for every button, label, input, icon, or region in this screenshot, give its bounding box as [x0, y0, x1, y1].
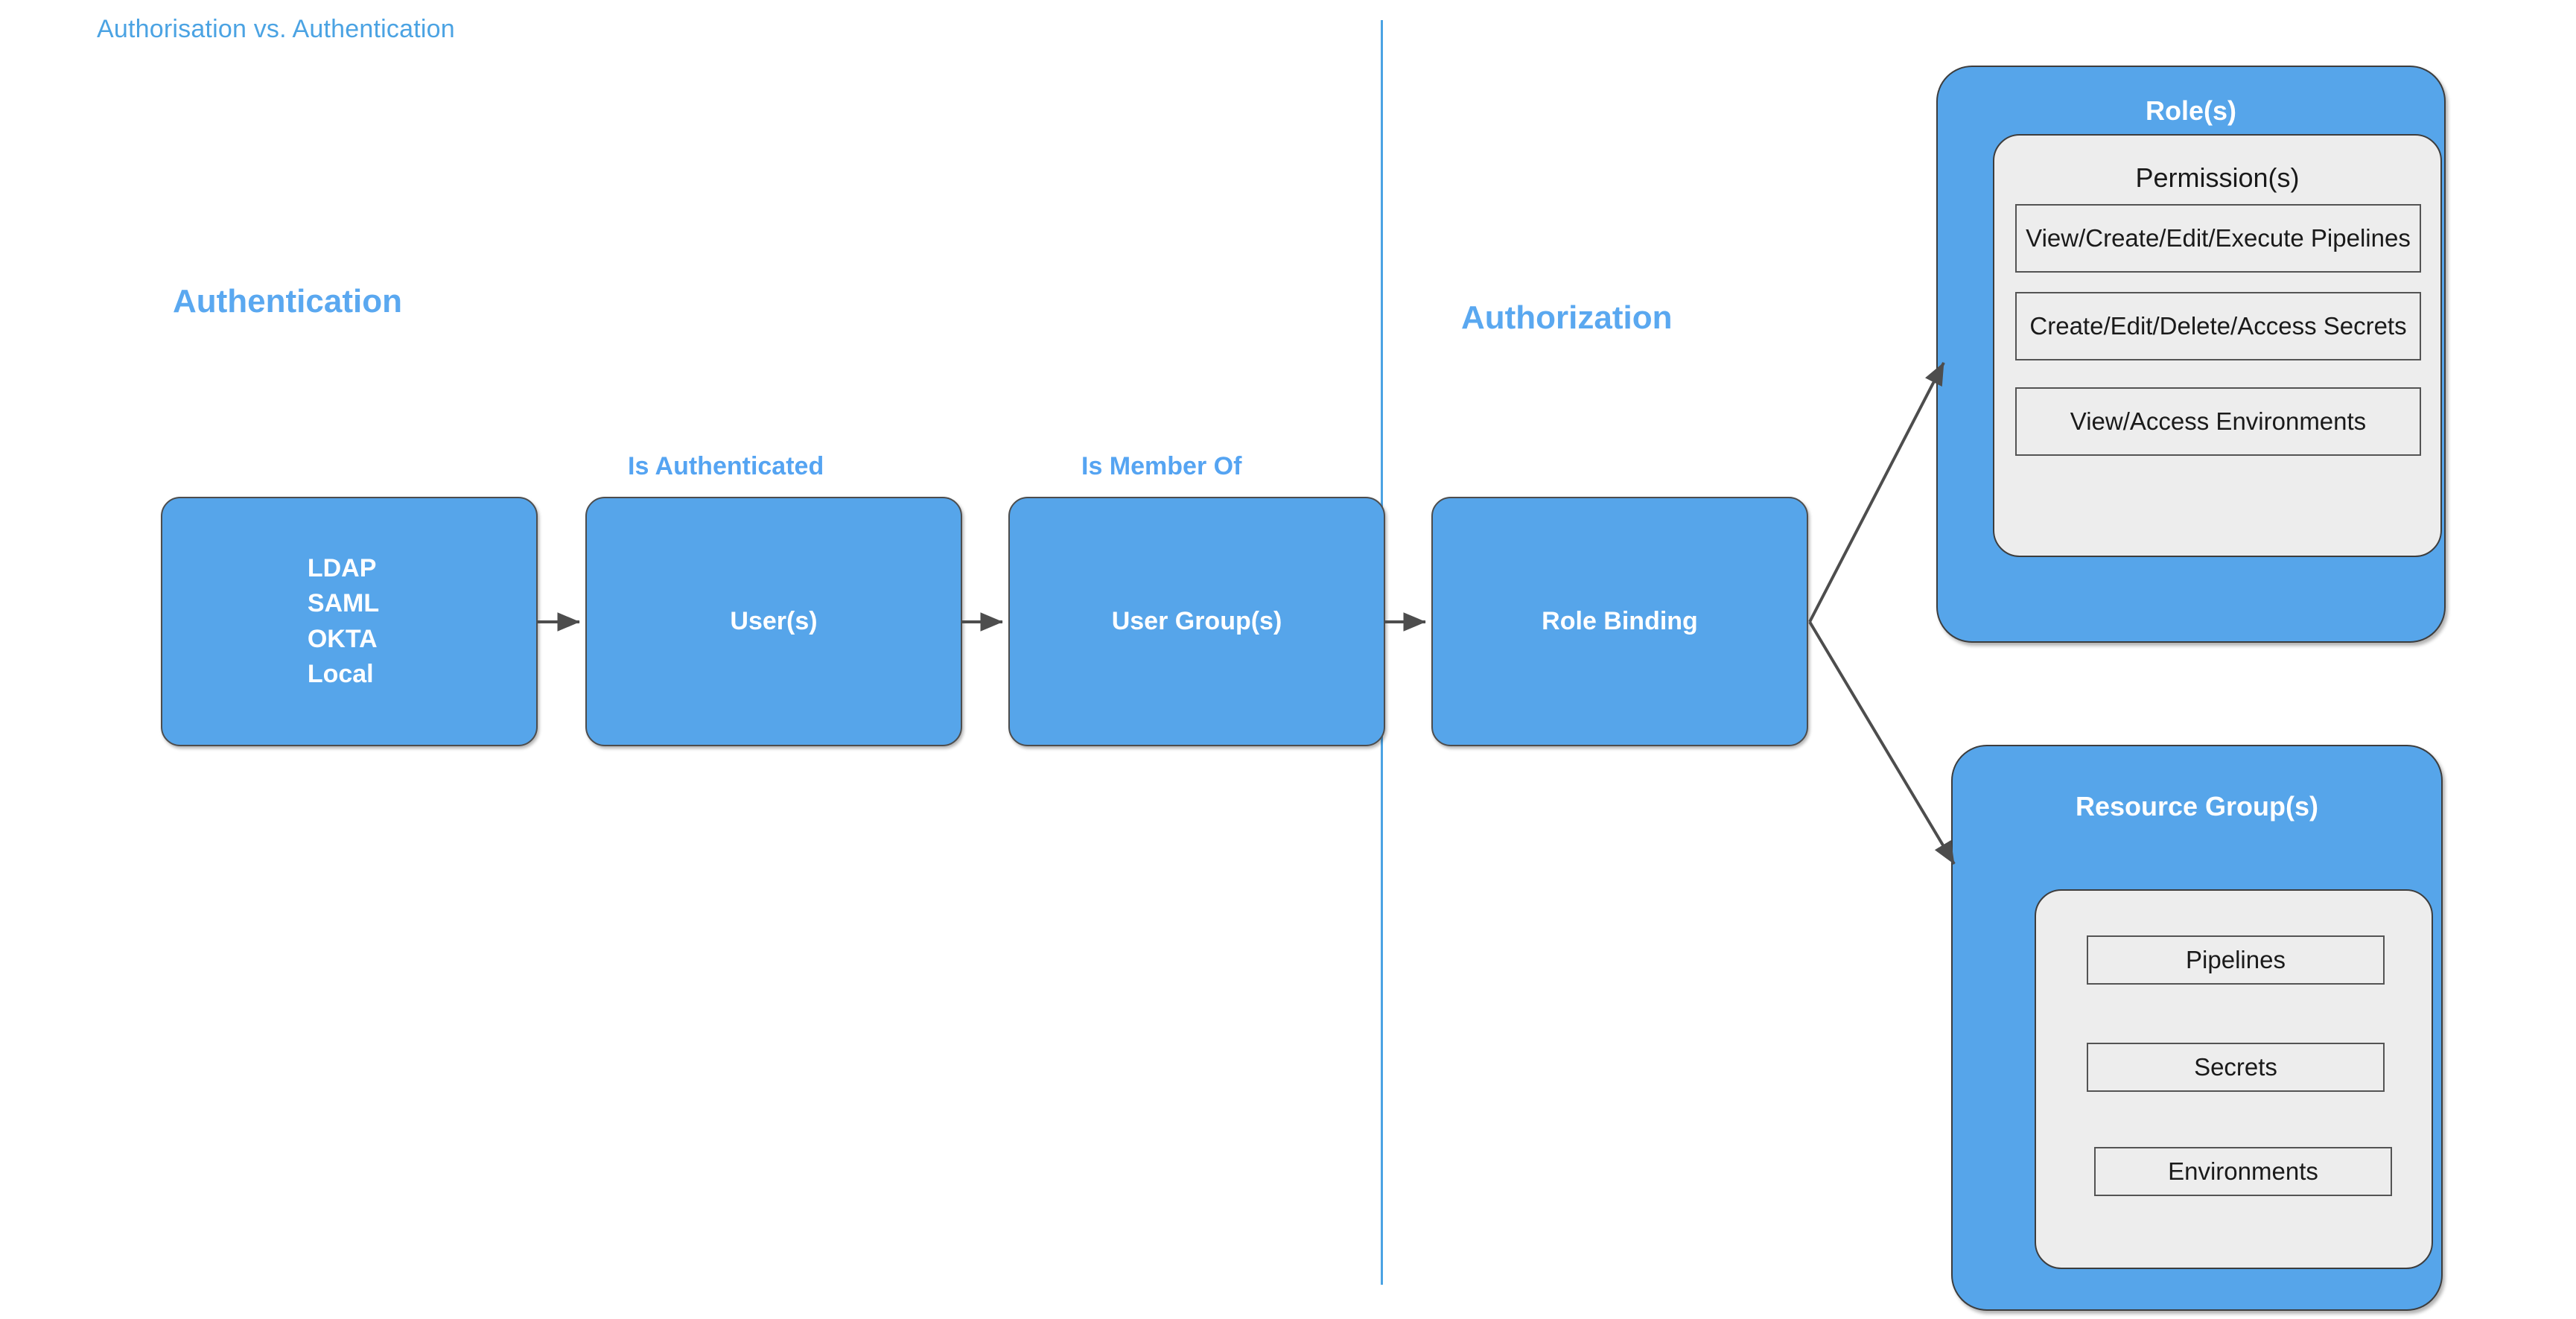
node-users-label: User(s)	[730, 607, 818, 635]
arrow-rolebinding-to-resources	[1808, 620, 1956, 865]
edge-label-is-authenticated: Is Authenticated	[628, 452, 824, 480]
resource-item[interactable]: Pipelines	[2087, 935, 2385, 985]
page-title: Authorisation vs. Authentication	[97, 15, 455, 43]
identity-provider-item: Local	[307, 659, 374, 688]
permission-item[interactable]: View/Access Environments	[2015, 387, 2421, 456]
panel-roles-title: Role(s)	[2145, 95, 2236, 126]
node-user-groups-label: User Group(s)	[1111, 607, 1282, 635]
identity-provider-item: OKTA	[307, 624, 378, 653]
resource-item[interactable]: Environments	[2094, 1147, 2392, 1196]
panel-resource-groups[interactable]: Resource Group(s) Pipelines Secrets Envi…	[1951, 745, 2443, 1311]
node-users[interactable]: User(s)	[585, 497, 962, 746]
node-identity-providers[interactable]: LDAP SAML OKTA Local	[161, 497, 538, 746]
identity-provider-list: LDAP SAML OKTA Local	[308, 553, 379, 690]
panel-roles[interactable]: Role(s) Permission(s) View/Create/Edit/E…	[1936, 66, 2446, 643]
panel-permissions-title: Permission(s)	[2135, 162, 2300, 193]
node-user-groups[interactable]: User Group(s)	[1008, 497, 1385, 746]
section-heading-authorization: Authorization	[1461, 299, 1673, 336]
resource-item[interactable]: Secrets	[2087, 1043, 2385, 1092]
arrow-rolebinding-to-roles	[1808, 362, 1945, 623]
node-role-binding-label: Role Binding	[1542, 607, 1698, 635]
permission-item[interactable]: Create/Edit/Delete/Access Secrets	[2015, 292, 2421, 360]
identity-provider-item: LDAP	[307, 553, 377, 582]
panel-resource-groups-title: Resource Group(s)	[2075, 791, 2319, 821]
panel-permissions: Permission(s) View/Create/Edit/Execute P…	[1993, 134, 2442, 557]
permission-item[interactable]: View/Create/Edit/Execute Pipelines	[2015, 204, 2421, 273]
section-heading-authentication: Authentication	[173, 283, 402, 320]
edge-label-is-member-of: Is Member Of	[1081, 452, 1242, 480]
node-role-binding[interactable]: Role Binding	[1431, 497, 1808, 746]
identity-provider-item: SAML	[307, 589, 380, 618]
panel-resource-list: Pipelines Secrets Environments	[2035, 889, 2433, 1269]
